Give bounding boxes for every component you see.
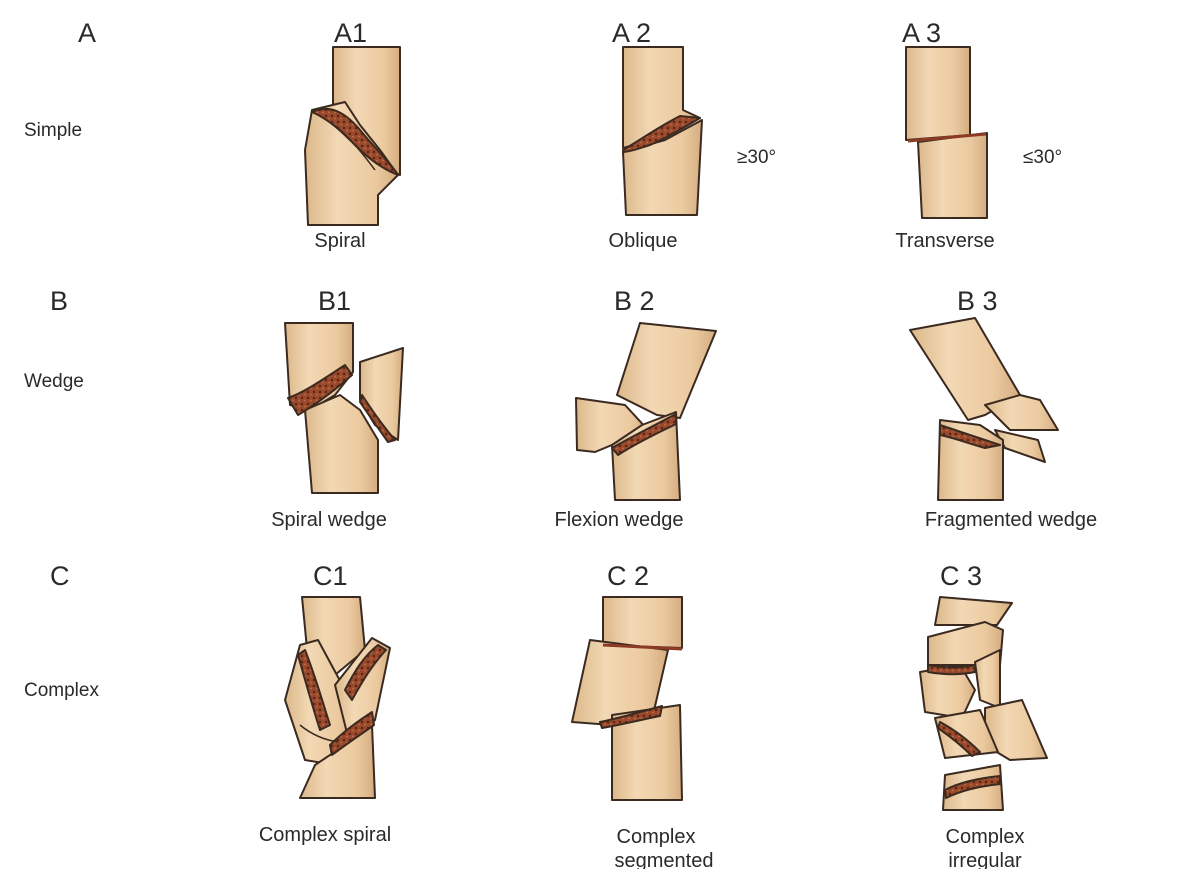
fracture-b2-flexion-wedge — [576, 323, 716, 500]
fracture-b3-fragmented-wedge — [910, 318, 1058, 500]
fracture-c2-complex-segmented — [572, 597, 682, 800]
fracture-c1-complex-spiral — [285, 597, 390, 798]
fracture-a1-spiral — [305, 47, 400, 225]
fracture-c3-complex-irregular — [920, 597, 1047, 810]
fracture-a3-transverse — [906, 47, 987, 218]
fracture-a2-oblique — [623, 47, 702, 215]
fracture-b1-spiral-wedge — [285, 323, 403, 493]
